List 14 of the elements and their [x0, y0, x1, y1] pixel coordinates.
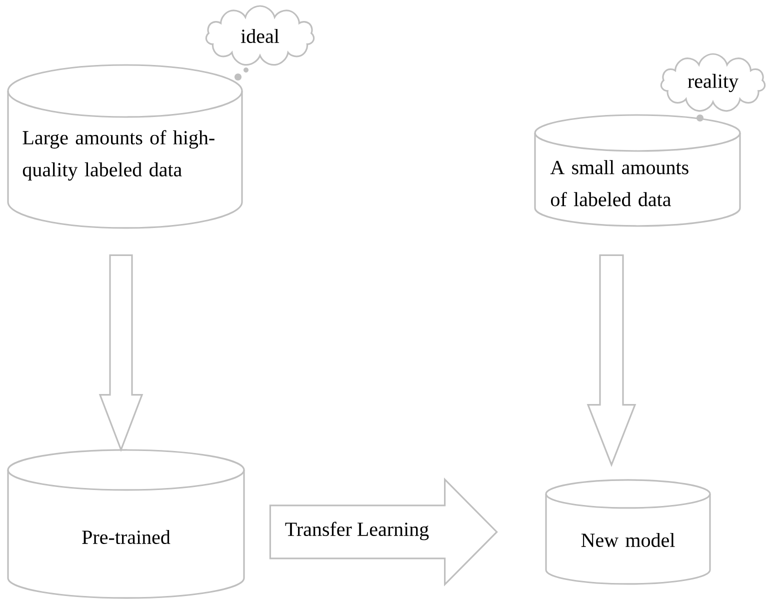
- node-label: New model: [581, 532, 675, 548]
- block-arrow: [269, 478, 498, 586]
- cylinder: Large amounts of high-quality labeled data: [7, 64, 243, 229]
- node-label: A small amounts of labeled data: [550, 160, 688, 206]
- cylinder: Pre-trained: [7, 449, 245, 599]
- block-arrow: [586, 254, 636, 467]
- node-label: Large amounts of high-quality labeled data: [22, 130, 214, 181]
- edge-label: Transfer Learning: [284, 520, 430, 542]
- block-arrow: [98, 254, 144, 452]
- node-label: Pre-trained: [82, 530, 170, 544]
- cylinder: New model: [545, 479, 711, 585]
- thought-cloud: ideal: [205, 5, 315, 80]
- thought-cloud: reality: [660, 53, 766, 122]
- cylinder: A small amounts of labeled data: [534, 114, 741, 227]
